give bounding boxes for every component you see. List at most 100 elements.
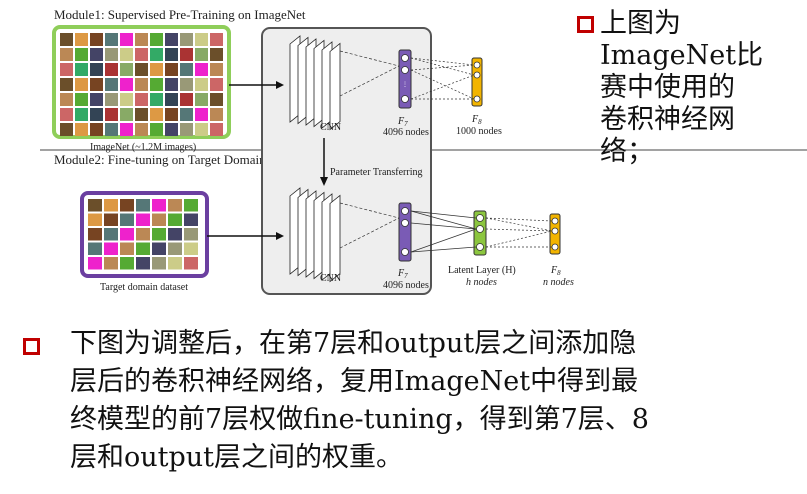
target-thumbnail [168,213,182,226]
imagenet-thumbnail [75,123,88,136]
module1-title: Module1: Supervised Pre-Training on Imag… [54,7,306,22]
imagenet-thumbnail [105,48,118,61]
imagenet-thumbnail [195,78,208,91]
target-image-grid [80,191,209,278]
cnn-label-top: CNN [320,122,341,133]
imagenet-thumbnail [180,33,193,46]
imagenet-thumbnail [60,108,73,121]
imagenet-image-grid [52,25,231,139]
imagenet-thumbnail [135,123,148,136]
target-thumbnail [152,242,166,255]
target-thumbnail [152,257,166,270]
imagenet-thumbnail [150,33,163,46]
imagenet-thumbnail [210,63,223,76]
bottom-bullet-text: 下图为调整后，在第7层和output层之间添加隐 层后的卷积神经网络，复用Ima… [30,325,800,477]
imagenet-thumbnail [120,93,133,106]
imagenet-thumbnail [75,108,88,121]
imagenet-thumbnail [165,108,178,121]
bottom-bullet-line: 层后的卷积神经网络，复用ImageNet中得到最 [70,366,639,397]
right-bullet-line: ImageNet比 [600,40,764,71]
imagenet-thumbnail [165,93,178,106]
imagenet-thumbnail [135,93,148,106]
cnn-layers-top [289,35,400,131]
bottom-bullet-square-icon [23,338,40,355]
f7-nodes-bottom: 4096 nodes [383,280,429,291]
bottom-bullet-line: 下图为调整后，在第7层和output层之间添加隐 [70,328,637,359]
imagenet-thumbnail [75,93,88,106]
svg-text:⋮: ⋮ [402,81,408,88]
imagenet-thumbnail [90,63,103,76]
imagenet-thumbnail [135,78,148,91]
imagenet-thumbnail [60,33,73,46]
target-thumbnail [168,242,182,255]
f8-nodes-bottom: n nodes [543,277,574,288]
imagenet-thumbnail [195,93,208,106]
imagenet-thumbnail [90,108,103,121]
target-thumbnail [152,228,166,241]
parameter-transfer-label: Parameter Transferring [330,167,422,178]
right-bullet-text: 上图为 ImageNet比 赛中使用的 卷积神经网 络； [600,8,805,168]
target-thumbnail [120,199,134,212]
cnn-layer [329,194,341,283]
target-thumbnail [184,228,198,241]
imagenet-thumbnail [75,33,88,46]
right-bullet-square-icon [577,16,594,33]
parameter-transfer-arrowhead [320,177,328,186]
imagenet-thumbnail [180,93,193,106]
imagenet-thumbnail [120,48,133,61]
imagenet-thumbnail [60,78,73,91]
imagenet-thumbnail [165,78,178,91]
latent-label: Latent Layer (H) [448,265,516,276]
imagenet-thumbnail [210,123,223,136]
target-thumbnail [136,242,150,255]
cnn-connection [339,50,400,67]
target-thumbnail [152,199,166,212]
imagenet-thumbnail [90,93,103,106]
f8-nodes-top: 1000 nodes [456,126,502,137]
latent-layer [473,210,487,256]
imagenet-thumbnail [75,48,88,61]
target-thumbnail [184,257,198,270]
target-thumbnail [120,257,134,270]
imagenet-thumbnail [120,78,133,91]
target-thumbnail [168,199,182,212]
imagenet-thumbnail [210,48,223,61]
target-thumbnail [104,228,118,241]
imagenet-thumbnail [105,33,118,46]
imagenet-thumbnail [90,33,103,46]
imagenet-thumbnail [90,48,103,61]
imagenet-thumbnail [195,108,208,121]
target-thumbnail [152,213,166,226]
imagenet-thumbnail [210,78,223,91]
target-thumbnail [88,242,102,255]
imagenet-thumbnail [165,123,178,136]
f7-nodes-top: 4096 nodes [383,127,429,138]
imagenet-thumbnail [60,63,73,76]
bottom-bullet-line: 层和output层之间的权重。 [70,442,404,473]
bottom-bullet-line: 终模型的前7层权做fine-tuning，得到第7层、8 [70,404,649,435]
target-thumbnail [168,257,182,270]
imagenet-thumbnail [195,33,208,46]
imagenet-thumbnail [105,63,118,76]
right-bullet-line: 上图为 [600,8,681,39]
target-thumbnail [88,213,102,226]
imagenet-thumbnail [195,48,208,61]
imagenet-thumbnail [150,108,163,121]
imagenet-thumbnail [60,93,73,106]
imagenet-thumbnail [150,63,163,76]
imagenet-thumbnail [150,123,163,136]
imagenet-thumbnail [120,33,133,46]
f7-latent-connections [410,210,477,253]
target-thumbnail [168,228,182,241]
imagenet-thumbnail [195,123,208,136]
imagenet-thumbnail [150,78,163,91]
f7-layer-top: ⋮ [398,49,412,109]
imagenet-caption: ImageNet (~1.2M images) [90,142,196,153]
cnn-layers-bottom [289,187,400,283]
target-thumbnail [104,213,118,226]
imagenet-thumbnail [105,78,118,91]
latent-nodes: h nodes [466,277,497,288]
imagenet-thumbnail [75,78,88,91]
target-thumbnail [120,213,134,226]
imagenet-thumbnail [210,33,223,46]
